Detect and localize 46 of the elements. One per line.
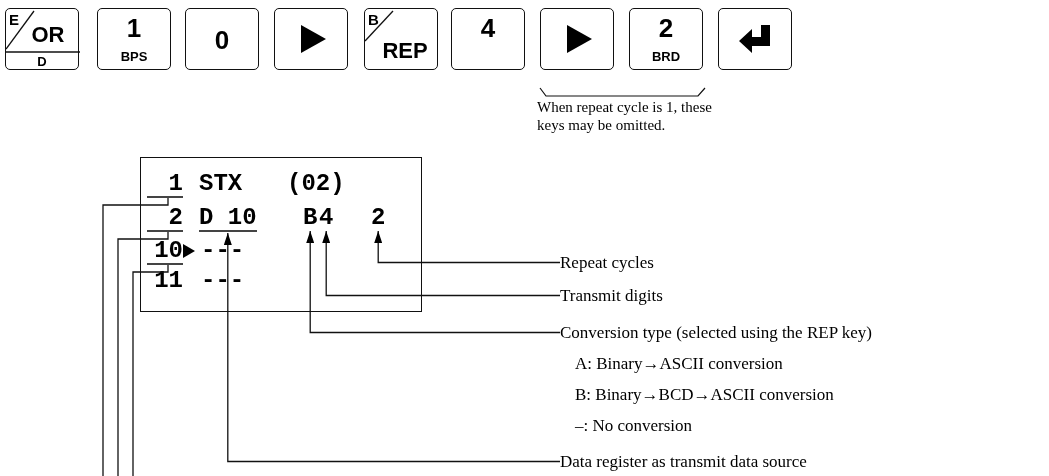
- leader-line: [132, 264, 169, 476]
- display-text: D 10: [199, 206, 257, 232]
- callout-text: Repeat cycles: [560, 247, 654, 278]
- keypad-key: [718, 8, 792, 70]
- display-text: 1: [147, 172, 183, 198]
- key-label: BRD: [650, 50, 682, 63]
- key-label: B: [368, 12, 379, 27]
- display-text: (02): [287, 172, 345, 196]
- leader-line: [117, 231, 169, 476]
- key-label: 0: [213, 27, 231, 53]
- callout-text: Data register as transmit data source: [560, 446, 807, 476]
- keypad-key: [274, 8, 348, 70]
- leader-line: [306, 230, 561, 334]
- keypad-key: [185, 8, 259, 70]
- key-label: 2: [657, 15, 675, 41]
- callout-text: Transmit digits: [560, 280, 663, 311]
- leader-line: [322, 230, 561, 297]
- keypad-key: [97, 8, 171, 70]
- leader-line: [223, 232, 561, 463]
- keypad-key: [5, 8, 79, 70]
- display-text: STX: [199, 172, 243, 196]
- key-label: E: [9, 12, 19, 27]
- keypad-key: [364, 8, 438, 70]
- display-screen: [140, 157, 422, 312]
- option-text: A: Binary→ASCII conversion: [574, 353, 784, 375]
- key-label: REP: [381, 40, 429, 62]
- display-text: 10: [147, 239, 183, 265]
- option-text: B: Binary→BCD→ASCII conversion: [574, 384, 835, 406]
- display-text: 2: [371, 206, 386, 230]
- key-label: 1: [125, 15, 143, 41]
- note-text: When repeat cycle is 1, these keys may be omitted.: [537, 98, 713, 134]
- keypad-key: [629, 8, 703, 70]
- callout-text: Conversion type (selected using the REP key): [560, 322, 872, 344]
- option-text: –: No conversion: [574, 415, 694, 437]
- display-text: 4: [319, 206, 334, 230]
- display-text: 11: [147, 269, 183, 293]
- leader-line: [102, 197, 169, 476]
- key-label: D: [36, 55, 48, 68]
- display-text: 2: [147, 206, 183, 232]
- key-label: BPS: [119, 50, 149, 63]
- key-label: 4: [479, 15, 497, 41]
- keypad-key: [540, 8, 614, 70]
- display-text: B: [303, 206, 318, 230]
- keypad-key: [451, 8, 525, 70]
- leader-line: [374, 230, 561, 264]
- key-label: OR: [30, 24, 66, 46]
